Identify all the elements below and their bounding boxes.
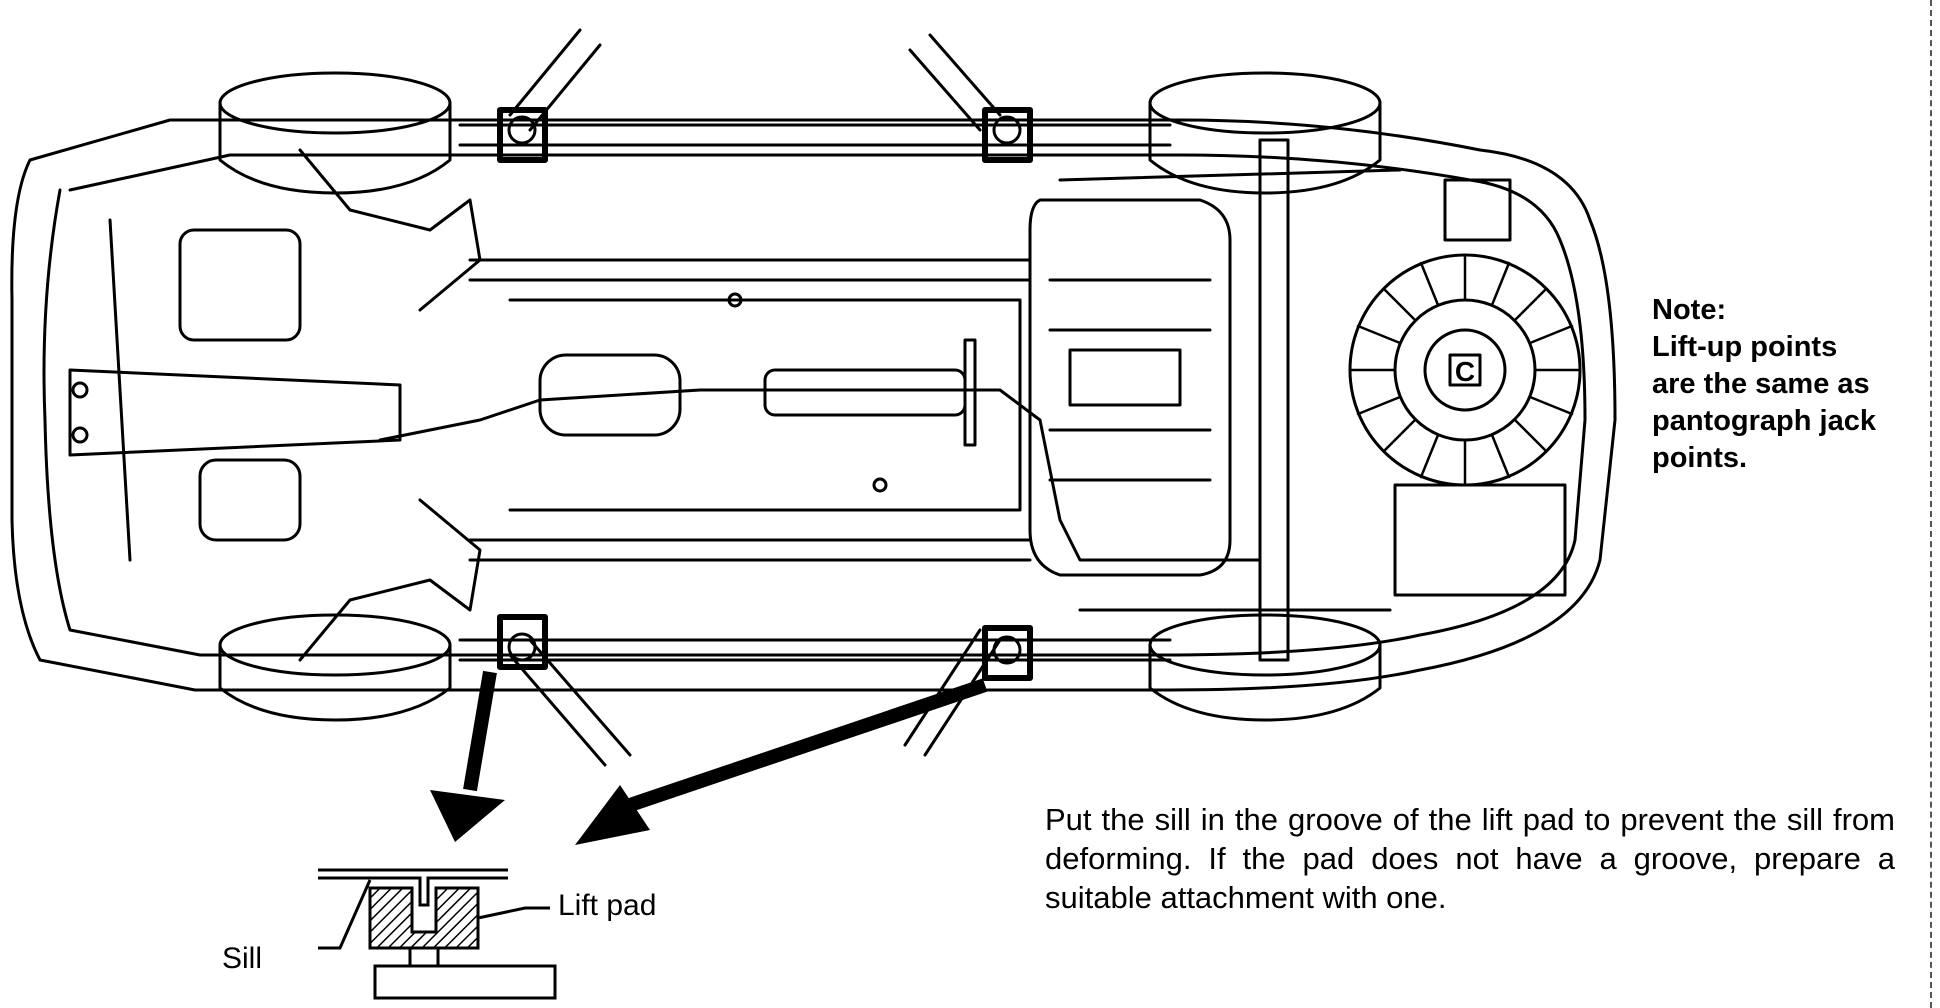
note-heading: Note: (1652, 294, 1727, 326)
subframe-bolt-1 (71, 381, 89, 399)
sill-profile (318, 868, 508, 907)
floor-plug-1 (727, 292, 743, 308)
rear-canister (1443, 178, 1512, 242)
pointer-arrows (430, 670, 988, 845)
pointer-arrow-rear (627, 678, 988, 812)
lift-arm-rear-top (908, 33, 1002, 132)
center-muffler (763, 368, 967, 417)
exhaust-flange (963, 338, 977, 447)
spare-tire-bolt-box (1448, 353, 1482, 387)
lift-point-rear-bottom (982, 625, 1033, 681)
instruction-text: Put the sill in the groove of the lift p… (1045, 802, 1895, 915)
rear-axle-beam (1258, 138, 1290, 662)
engine-block (178, 228, 302, 342)
fuel-tank (1028, 198, 1232, 577)
page-edge-divider (1930, 0, 1932, 1008)
rear-tank-box (1393, 483, 1567, 597)
lift-pad-detail (318, 868, 557, 1000)
lift-point-front-bottom (497, 614, 548, 670)
lift-pad-stem (408, 946, 440, 968)
catalytic-converter (538, 353, 682, 437)
note-block: Note: Lift-up points are the same as pan… (1652, 292, 1932, 477)
tire-rear-bottom (1148, 613, 1382, 722)
subframe-bolt-2 (71, 426, 89, 444)
lift-point-front-top (497, 107, 548, 163)
lift-pad-leader (477, 906, 550, 920)
pointer-arrow-front (463, 670, 497, 792)
note-line: points. (1652, 442, 1748, 474)
front-suspension-upper (298, 148, 482, 312)
spare-tire-treads (1348, 253, 1582, 487)
lift-pad-block (368, 886, 480, 950)
sill-label: Sill (222, 942, 263, 975)
transmission-housing (198, 458, 302, 542)
front-subframe (68, 368, 402, 457)
right-sill (458, 538, 1172, 662)
tire-rear-top (1148, 71, 1382, 195)
note-line: are the same as (1652, 368, 1870, 400)
lift-pad-label: Lift pad (558, 889, 657, 922)
left-sill (458, 123, 1172, 282)
pointer-arrow-front-head (430, 790, 505, 842)
spare-tire-mark: C (1455, 356, 1475, 387)
sill-leader (318, 879, 372, 950)
lift-arm-front-top (508, 28, 602, 132)
exhaust-pipe (378, 388, 1262, 562)
car-body-outline (10, 118, 1617, 692)
lift-pad-base (373, 964, 557, 1000)
note-line: Lift-up points (1652, 331, 1838, 363)
fuel-tank-ribs (1048, 278, 1212, 482)
spare-tire-hub (1423, 328, 1507, 412)
tire-front-bottom (218, 613, 452, 722)
front-suspension-lower (298, 498, 482, 662)
fuel-tank-panel (1068, 348, 1182, 407)
floor-plug-2 (872, 477, 888, 493)
pointer-arrow-rear-head (575, 785, 650, 845)
lift-point-rear-top (982, 107, 1033, 163)
steering-rack (108, 218, 132, 562)
rear-brake-lines (1058, 168, 1402, 612)
tire-front-top (218, 71, 452, 195)
note-line: pantograph jack (1652, 405, 1876, 437)
